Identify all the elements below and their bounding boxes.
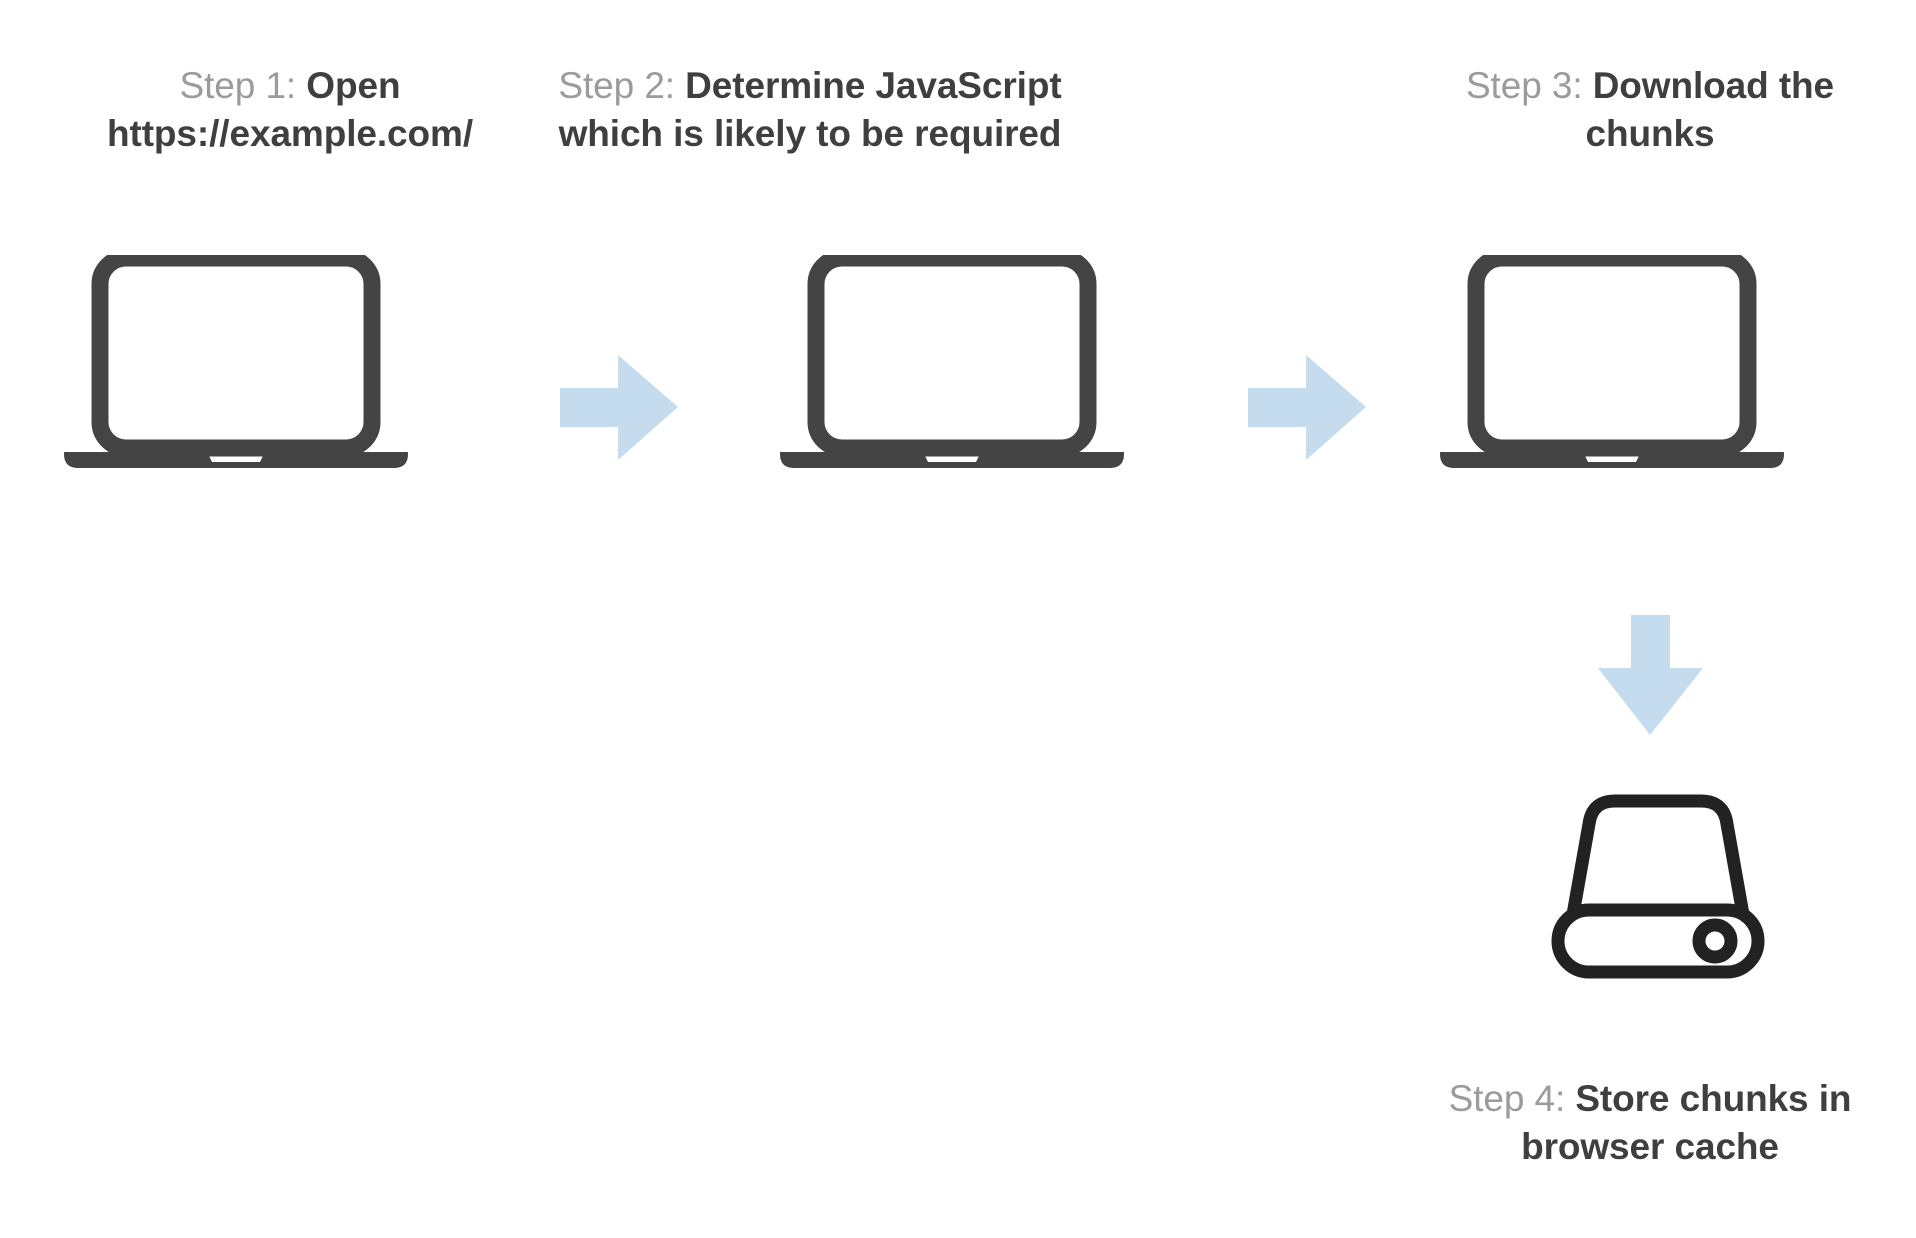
laptop-icon-step-2 [778,255,1126,470]
step-3-text: Download the chunks [1585,65,1835,155]
step-1-text: Open https://example.com/ [106,65,474,155]
step-3-caption: Step 3: Download the chunks [1400,62,1900,158]
step-2-text: Determine JavaScript which is likely to … [558,65,1062,155]
step-1-caption: Step 1: Open https://example.com/ [30,62,550,158]
step-2-prefix: Step 2: [558,65,686,106]
arrow-right-icon-2 [1248,355,1366,460]
step-4-text: Store chunks in browser cache [1521,1078,1852,1168]
step-1-prefix: Step 1: [179,65,307,106]
arrow-right-icon-1 [560,355,678,460]
laptop-icon-step-1 [62,255,410,470]
step-4-prefix: Step 4: [1448,1078,1576,1119]
step-4-caption: Step 4: Store chunks in browser cache [1400,1075,1900,1171]
step-3-prefix: Step 3: [1465,65,1593,106]
arrow-down-icon-1 [1598,615,1703,735]
laptop-icon-step-3 [1438,255,1786,470]
step-2-caption: Step 2: Determine JavaScript which is li… [530,62,1090,158]
hard-drive-icon-step-4 [1548,790,1768,980]
